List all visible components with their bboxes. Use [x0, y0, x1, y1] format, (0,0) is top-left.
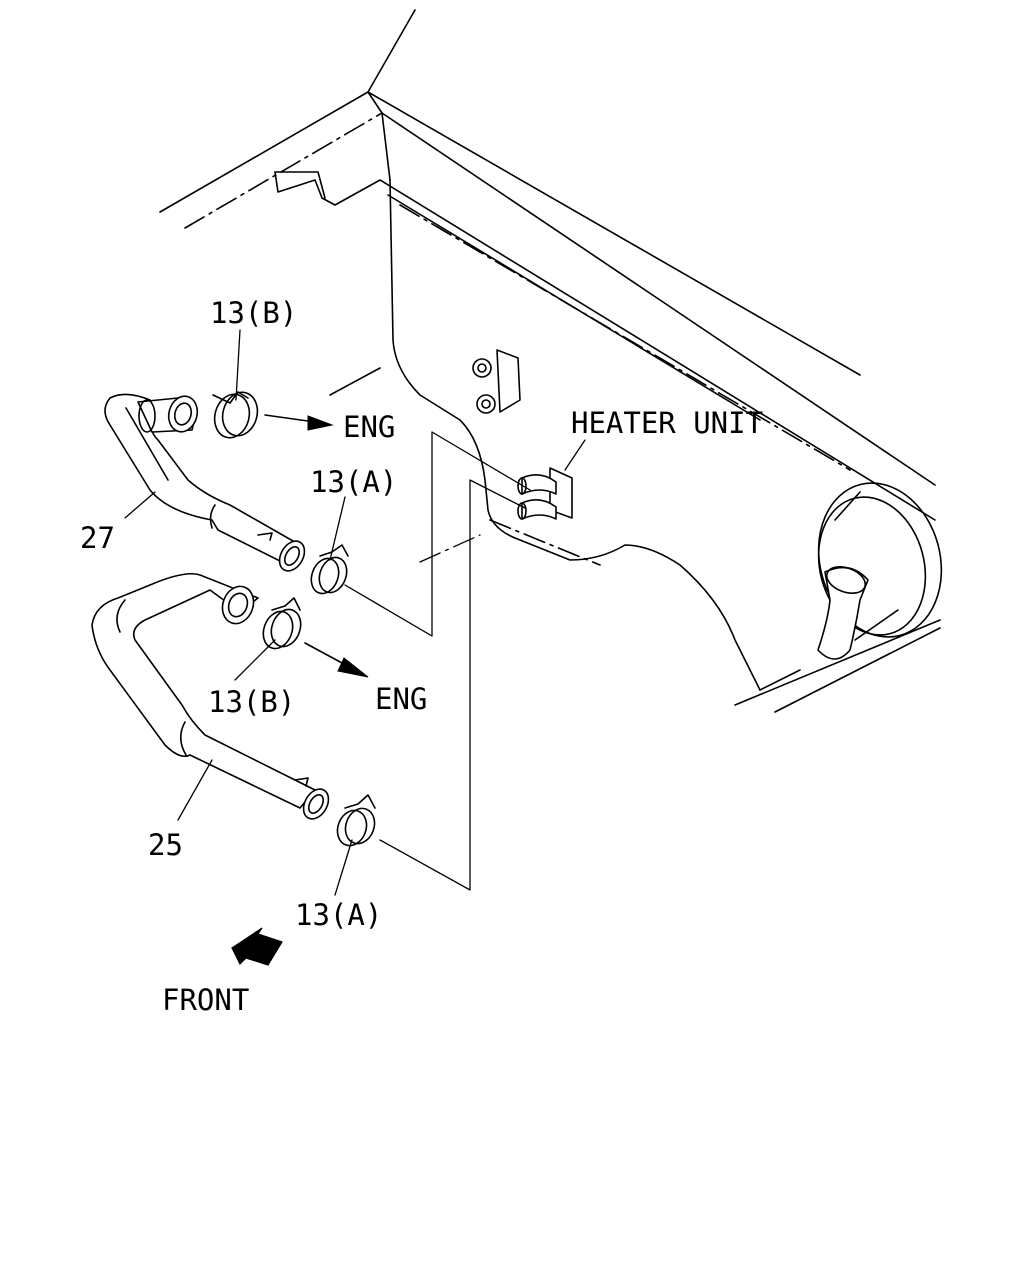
heater-unit-outlet — [517, 467, 573, 520]
clamp-13b-lower — [262, 597, 302, 650]
leader-lines — [124, 329, 586, 896]
eng-arrow-lower — [304, 642, 369, 678]
connection-lines — [344, 431, 531, 891]
eng-arrow-upper — [264, 414, 334, 431]
hose-27 — [104, 393, 306, 572]
front-arrow-icon — [231, 927, 283, 966]
label-eng-lower: ENG — [375, 682, 427, 716]
clamp-13a-lower — [336, 794, 376, 847]
clamp-13a-upper — [310, 544, 349, 595]
label-front: FRONT — [162, 983, 249, 1017]
label-hose-27: 27 — [80, 521, 115, 555]
blower-motor — [817, 482, 943, 660]
label-hose-25: 25 — [148, 828, 183, 862]
hose-25 — [91, 572, 330, 820]
label-13a-upper: 13(A) — [310, 465, 397, 499]
label-13a-lower: 13(A) — [295, 898, 382, 932]
mounting-bracket — [472, 349, 521, 414]
label-13b-upper: 13(B) — [210, 296, 297, 330]
label-eng-upper: ENG — [343, 410, 395, 444]
label-13b-lower: 13(B) — [208, 685, 295, 719]
label-heater-unit: HEATER UNIT — [571, 406, 763, 440]
clamp-13b-upper — [212, 391, 259, 439]
dashboard-panel — [159, 9, 941, 713]
